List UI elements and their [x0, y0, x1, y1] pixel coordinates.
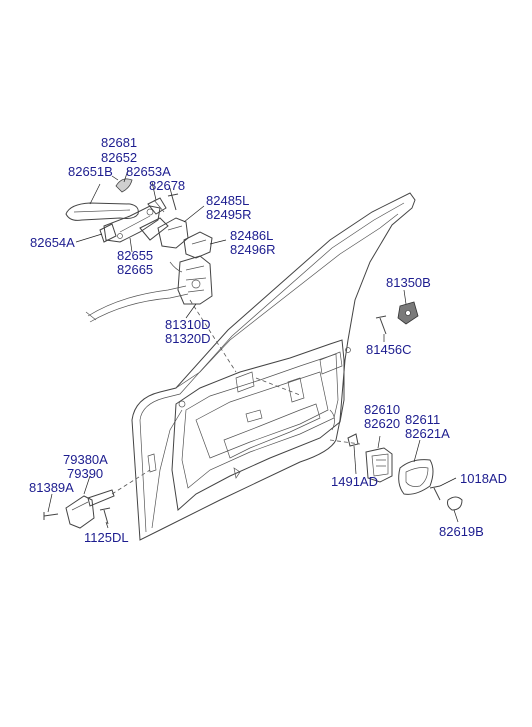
handle-bracket-2 [183, 231, 213, 259]
part-label-82665: 82665 [117, 262, 154, 277]
handle-bracket [157, 217, 189, 249]
assembly-lines [111, 299, 361, 495]
screw-1018AD [429, 485, 441, 501]
part-label-82611: 82611 [405, 412, 441, 427]
door-latch [169, 255, 213, 305]
screw-82678 [167, 193, 179, 211]
part-label-1491AD: 1491AD [331, 474, 378, 489]
part-label-82652: 82652 [101, 150, 138, 165]
part-label-79390: 79390 [67, 466, 104, 481]
part-label-82621A: 82621A [405, 426, 450, 441]
part-label-82486L: 82486L [230, 228, 274, 243]
part-label-79380A: 79380A [63, 452, 108, 467]
door-striker [397, 301, 419, 325]
bolt-81389A [43, 512, 59, 520]
bolt-1125DL [99, 507, 111, 525]
part-label-82655: 82655 [117, 248, 154, 263]
screw-81456C [375, 315, 387, 335]
screw-cap [447, 496, 463, 511]
handle-cap [115, 178, 133, 193]
door-frame [131, 192, 416, 541]
handle-gasket [99, 223, 117, 243]
part-label-81320D: 81320D [165, 331, 211, 346]
actuator-rods [85, 285, 189, 323]
part-label-82496R: 82496R [230, 242, 276, 257]
part-label-81456C: 81456C [366, 342, 412, 357]
part-label-82651B: 82651B [68, 164, 113, 179]
part-label-82610: 82610 [364, 402, 401, 417]
leader-lines [47, 169, 459, 529]
part-label-81310D: 81310D [165, 317, 211, 332]
part-label-82678: 82678 [149, 178, 186, 193]
part-label-82620: 82620 [364, 416, 401, 431]
part-label-81389A: 81389A [29, 480, 74, 495]
handle-frame [103, 205, 169, 243]
part-label-82653A: 82653A [126, 164, 171, 179]
part-label-82654A: 82654A [30, 235, 75, 250]
door-trim-panel [147, 339, 351, 511]
outside-handle [65, 202, 139, 221]
part-label-82681: 82681 [101, 135, 138, 150]
part-label-1018AD: 1018AD [460, 471, 507, 486]
part-label-82485L: 82485L [206, 193, 250, 208]
part-label-81350B: 81350B [386, 275, 431, 290]
door-checker [65, 489, 115, 529]
part-label-82495R: 82495R [206, 207, 252, 222]
clip-1491AD [347, 433, 359, 447]
inside-handle [365, 447, 393, 483]
inside-handle-bezel [398, 459, 434, 495]
part-label-82619B: 82619B [439, 524, 484, 539]
part-label-1125DL: 1125DL [84, 530, 129, 545]
